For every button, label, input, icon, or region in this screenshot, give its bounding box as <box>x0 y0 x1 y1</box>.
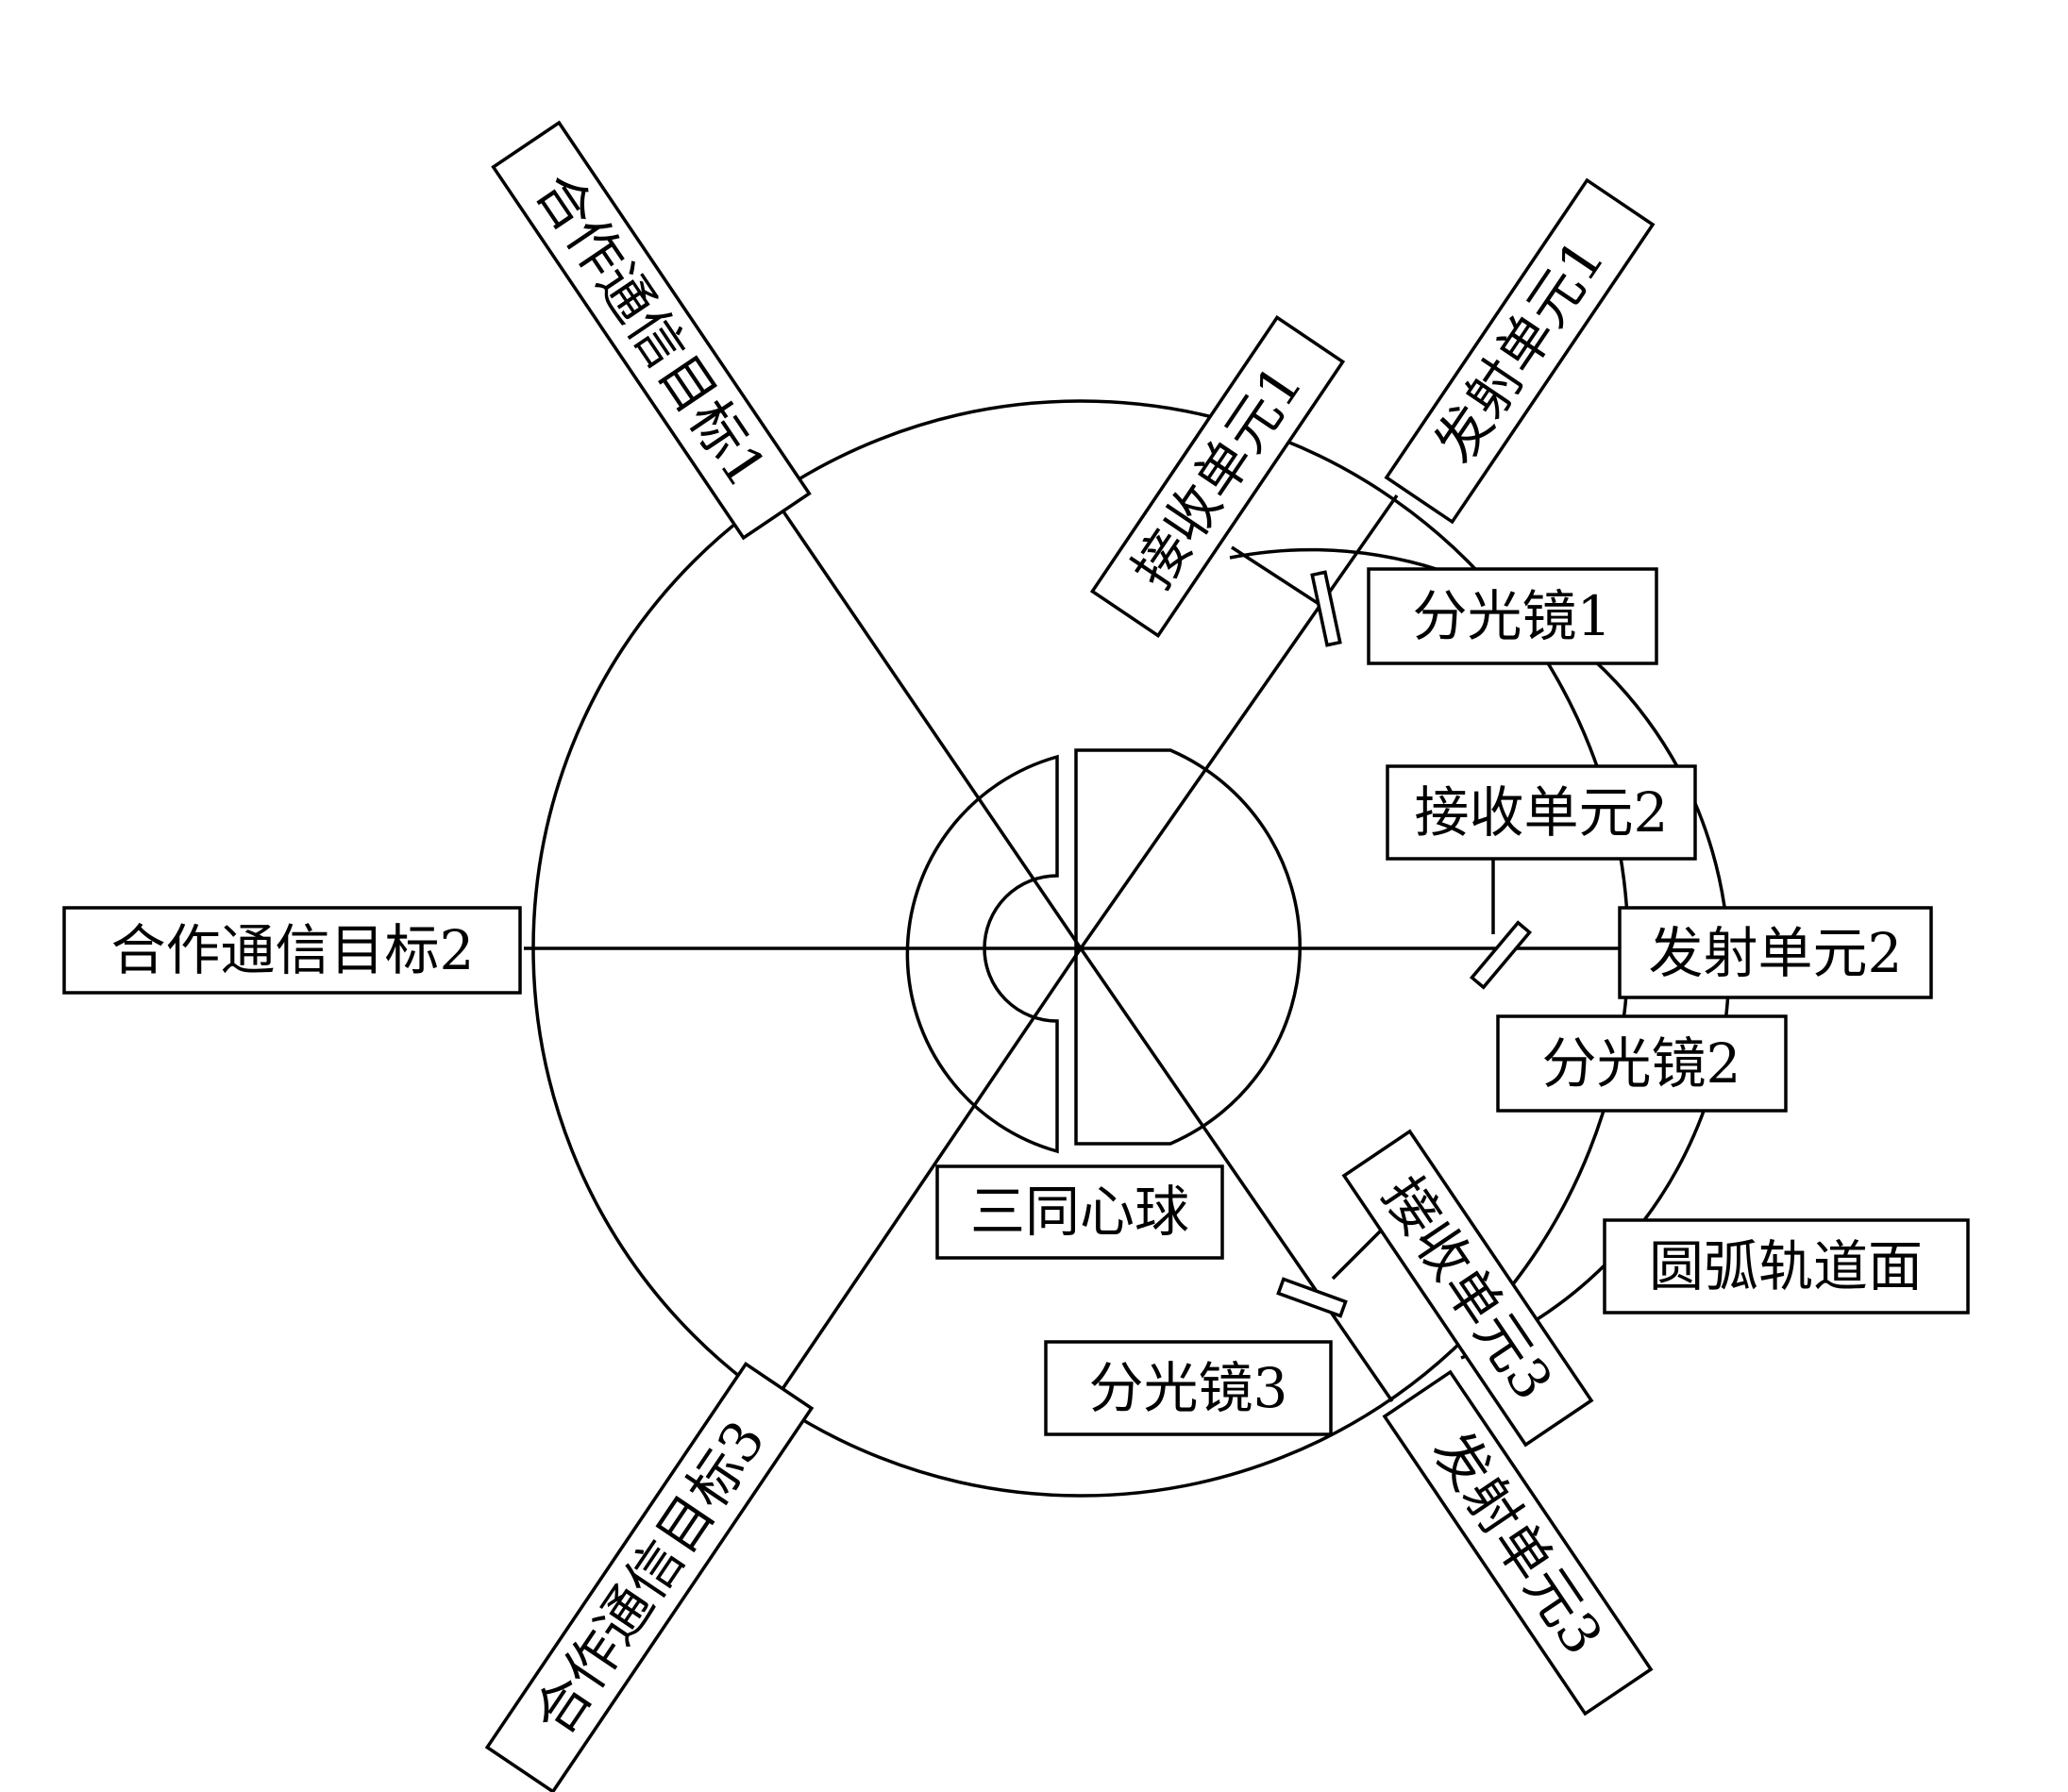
beam-splitter-1-box: 分光镜1 <box>1367 567 1658 665</box>
transmit-unit-1-label: 发射单元1 <box>1422 228 1618 475</box>
target-3-label: 合作通信目标3 <box>521 1409 778 1746</box>
beam-splitter-2-box: 分光镜2 <box>1496 1014 1788 1113</box>
beam-splitter-1 <box>1310 570 1342 647</box>
receive-unit-2-box: 接收单元2 <box>1386 764 1697 861</box>
transmit-unit-1-box: 发射单元1 <box>1384 177 1656 525</box>
sphere-label: 三同心球 <box>970 1180 1189 1244</box>
beam-splitter-3-box: 分光镜3 <box>1044 1340 1333 1436</box>
target-2-label: 合作通信目标2 <box>111 918 475 982</box>
target-3-box: 合作通信目标3 <box>484 1361 815 1792</box>
beam-splitter-1-label: 分光镜1 <box>1413 584 1612 648</box>
transmit-unit-2-label: 发射单元2 <box>1649 921 1903 985</box>
receive-unit-2-label: 接收单元2 <box>1415 780 1669 845</box>
track-label: 圆弧轨道面 <box>1649 1234 1923 1298</box>
target-1-box: 合作通信目标1 <box>491 120 812 541</box>
concentric-sphere <box>905 748 1302 1154</box>
transmit-unit-3-label: 发射单元3 <box>1421 1420 1616 1666</box>
receive-unit-1-label: 接收单元1 <box>1120 354 1316 600</box>
receive-unit-1-box: 接收单元1 <box>1089 315 1346 638</box>
target-2-box: 合作通信目标2 <box>62 906 522 995</box>
transmit-unit-2-box: 发射单元2 <box>1618 906 1933 999</box>
beam-lines <box>524 490 1631 1416</box>
receive-unit-3-label: 接收单元3 <box>1370 1165 1566 1412</box>
target-1-label: 合作通信目标1 <box>523 161 780 498</box>
sphere-label-box: 三同心球 <box>935 1164 1224 1260</box>
beam-splitter-3 <box>1276 1277 1348 1318</box>
beam-splitter-2 <box>1469 920 1533 990</box>
beam-splitter-2-label: 分光镜2 <box>1542 1031 1741 1096</box>
track-label-box: 圆弧轨道面 <box>1603 1218 1970 1315</box>
beam-splitter-3-label: 分光镜3 <box>1089 1356 1288 1420</box>
